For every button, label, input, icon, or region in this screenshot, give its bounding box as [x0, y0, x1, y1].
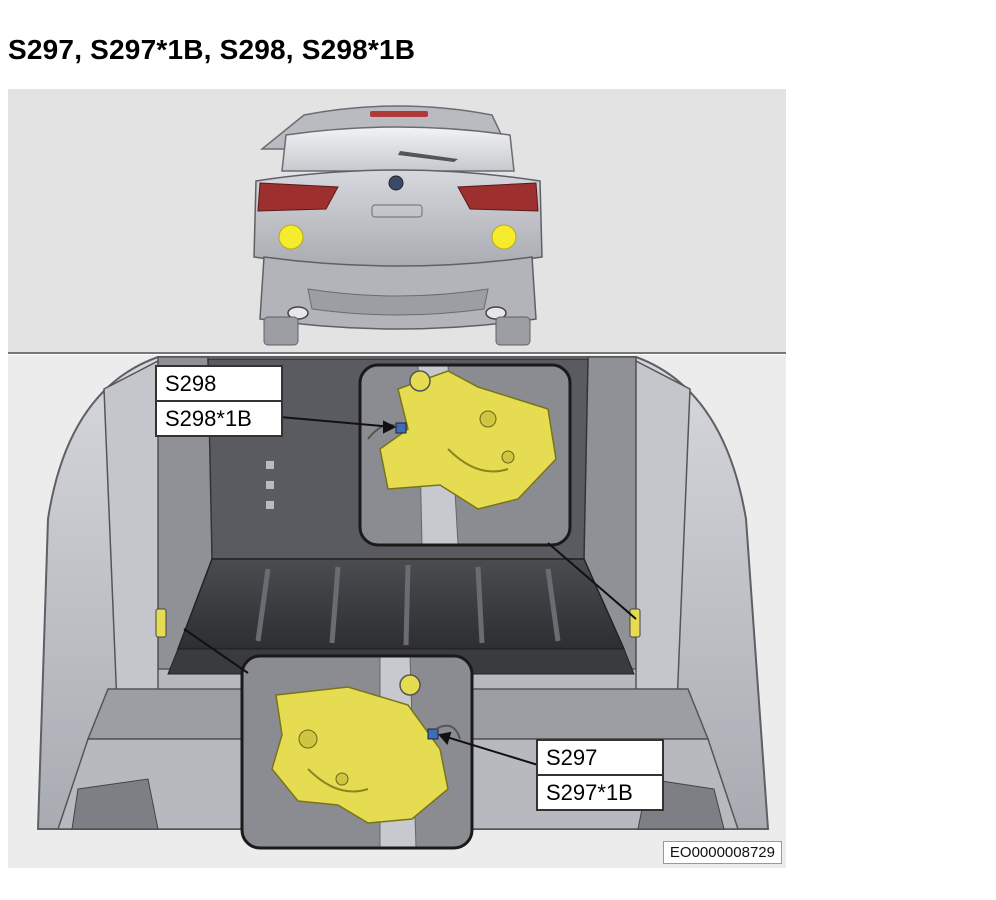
- highlight-marker-right: [491, 224, 517, 250]
- callout-upper-switch: S298 S298*1B: [155, 365, 283, 437]
- highlight-marker-left: [278, 224, 304, 250]
- leader-lines: [183, 416, 637, 766]
- inset-upper-latch: [358, 363, 572, 547]
- figure-id-label: EO0000008729: [662, 841, 782, 864]
- callout-upper-label-1: S298: [165, 371, 217, 396]
- callout-lower-label-2: S297*1B: [538, 774, 662, 809]
- diagram-figure: S298 S298*1B S297 S297*1B EO0000008729: [8, 89, 786, 868]
- diagram-illustration: [8, 89, 786, 868]
- vehicle-rear-view: [253, 105, 543, 346]
- inset-lower-latch: [240, 654, 474, 850]
- callout-lower-switch: S297 S297*1B: [536, 739, 664, 811]
- callout-lower-label-1: S297: [546, 745, 598, 770]
- page-title: S297, S297*1B, S298, S298*1B: [8, 34, 416, 65]
- callout-upper-label-2: S298*1B: [157, 400, 281, 435]
